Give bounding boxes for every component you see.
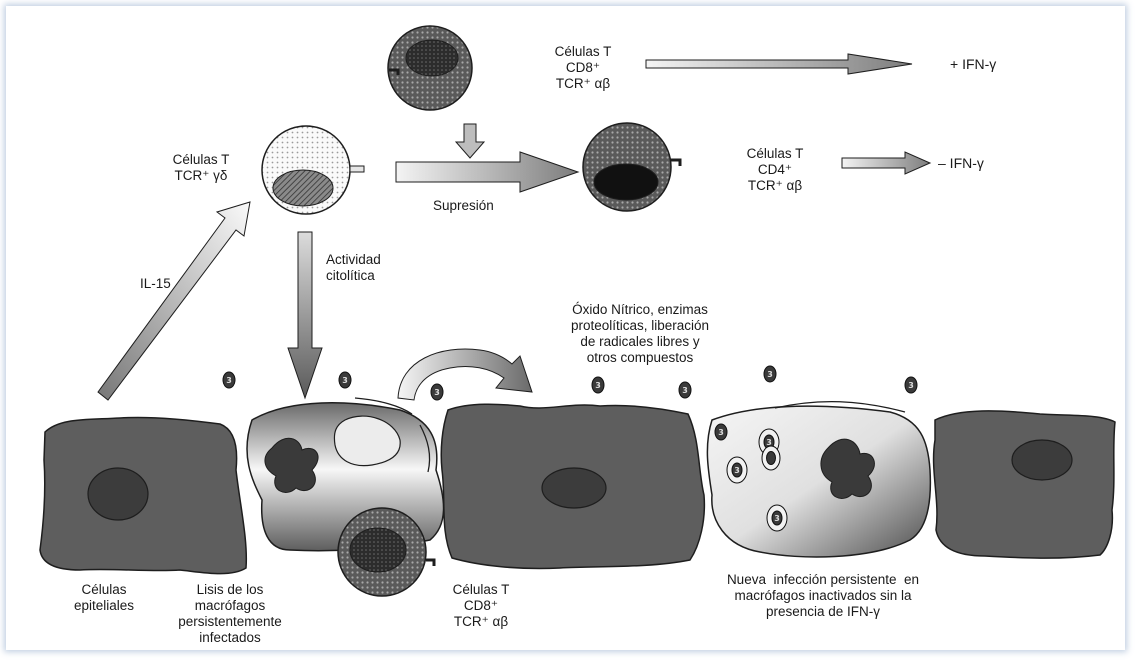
bacterium: 3 — [592, 377, 604, 393]
arrow-cd4-to-ifn-minus — [842, 152, 930, 174]
curved-arrow — [398, 349, 532, 400]
bacterium-glyph: 3 — [226, 376, 232, 385]
bacterium-glyph: 3 — [734, 466, 740, 475]
label-cd8-top: Células T CD8⁺ TCR⁺ αβ — [528, 44, 638, 92]
cd4-t-cell — [583, 123, 680, 211]
label-cd8-bottom: Células T CD8⁺ TCR⁺ αβ — [426, 582, 536, 630]
bacterium-glyph: 3 — [434, 388, 440, 397]
arrow-suppression-down — [456, 124, 484, 158]
epithelial-cell-right — [934, 411, 1115, 558]
arrow-actividad-citolitica — [288, 232, 322, 398]
label-celulas-epiteliales: Células epiteliales — [44, 582, 164, 614]
epithelial-cell-left — [40, 417, 246, 573]
bacterium-vacuole: 3 — [727, 457, 747, 483]
bacterium-glyph: 3 — [908, 381, 914, 390]
bacterium: 3 — [679, 382, 691, 398]
bacterium-glyph: 3 — [682, 386, 688, 395]
bacterium-glyph: 3 — [595, 381, 601, 390]
bacterium: 3 — [223, 372, 235, 388]
bacterium-vacuole: 3 — [767, 505, 787, 531]
gamma-delta-t-cell — [262, 126, 364, 214]
label-actividad-citolitica: Actividad citolítica — [326, 252, 381, 284]
cd8-t-cell-top — [388, 26, 472, 110]
label-nueva-infeccion: Nueva infección persistente en macrófago… — [688, 572, 958, 620]
arrow-supresion — [396, 152, 578, 192]
label-oxido-nitrico: Óxido Nítrico, enzimas proteolíticas, li… — [530, 302, 750, 366]
bacterium-glyph: 3 — [718, 428, 724, 437]
label-lisis: Lisis de los macrófagos persistentemente… — [160, 582, 300, 646]
arrow-il15 — [98, 202, 250, 400]
label-ifn-plus: + IFN-γ — [950, 56, 996, 72]
bacterium: 3 — [339, 372, 351, 388]
bacterium-glyph: 3 — [342, 376, 348, 385]
arrow-cd8-to-ifn-plus — [646, 54, 912, 74]
bacterium: 3 — [905, 377, 917, 393]
label-supresion: Supresión — [433, 198, 494, 214]
label-ifn-minus: – IFN-γ — [938, 155, 984, 171]
epithelial-cell-center — [441, 404, 704, 568]
bacterium: 3 — [764, 366, 776, 382]
bacterium: 3 — [431, 384, 443, 400]
bacterium-glyph: 3 — [774, 514, 780, 523]
bacterium-glyph: 3 — [767, 370, 773, 379]
bacterium-vacuole — [762, 446, 780, 470]
label-cd4: Células T CD4⁺ TCR⁺ αβ — [720, 146, 830, 194]
label-il15: IL-15 — [140, 276, 171, 292]
label-gamma-delta: Células T TCR⁺ γδ — [146, 152, 256, 184]
bacterium: 3 — [715, 424, 727, 440]
